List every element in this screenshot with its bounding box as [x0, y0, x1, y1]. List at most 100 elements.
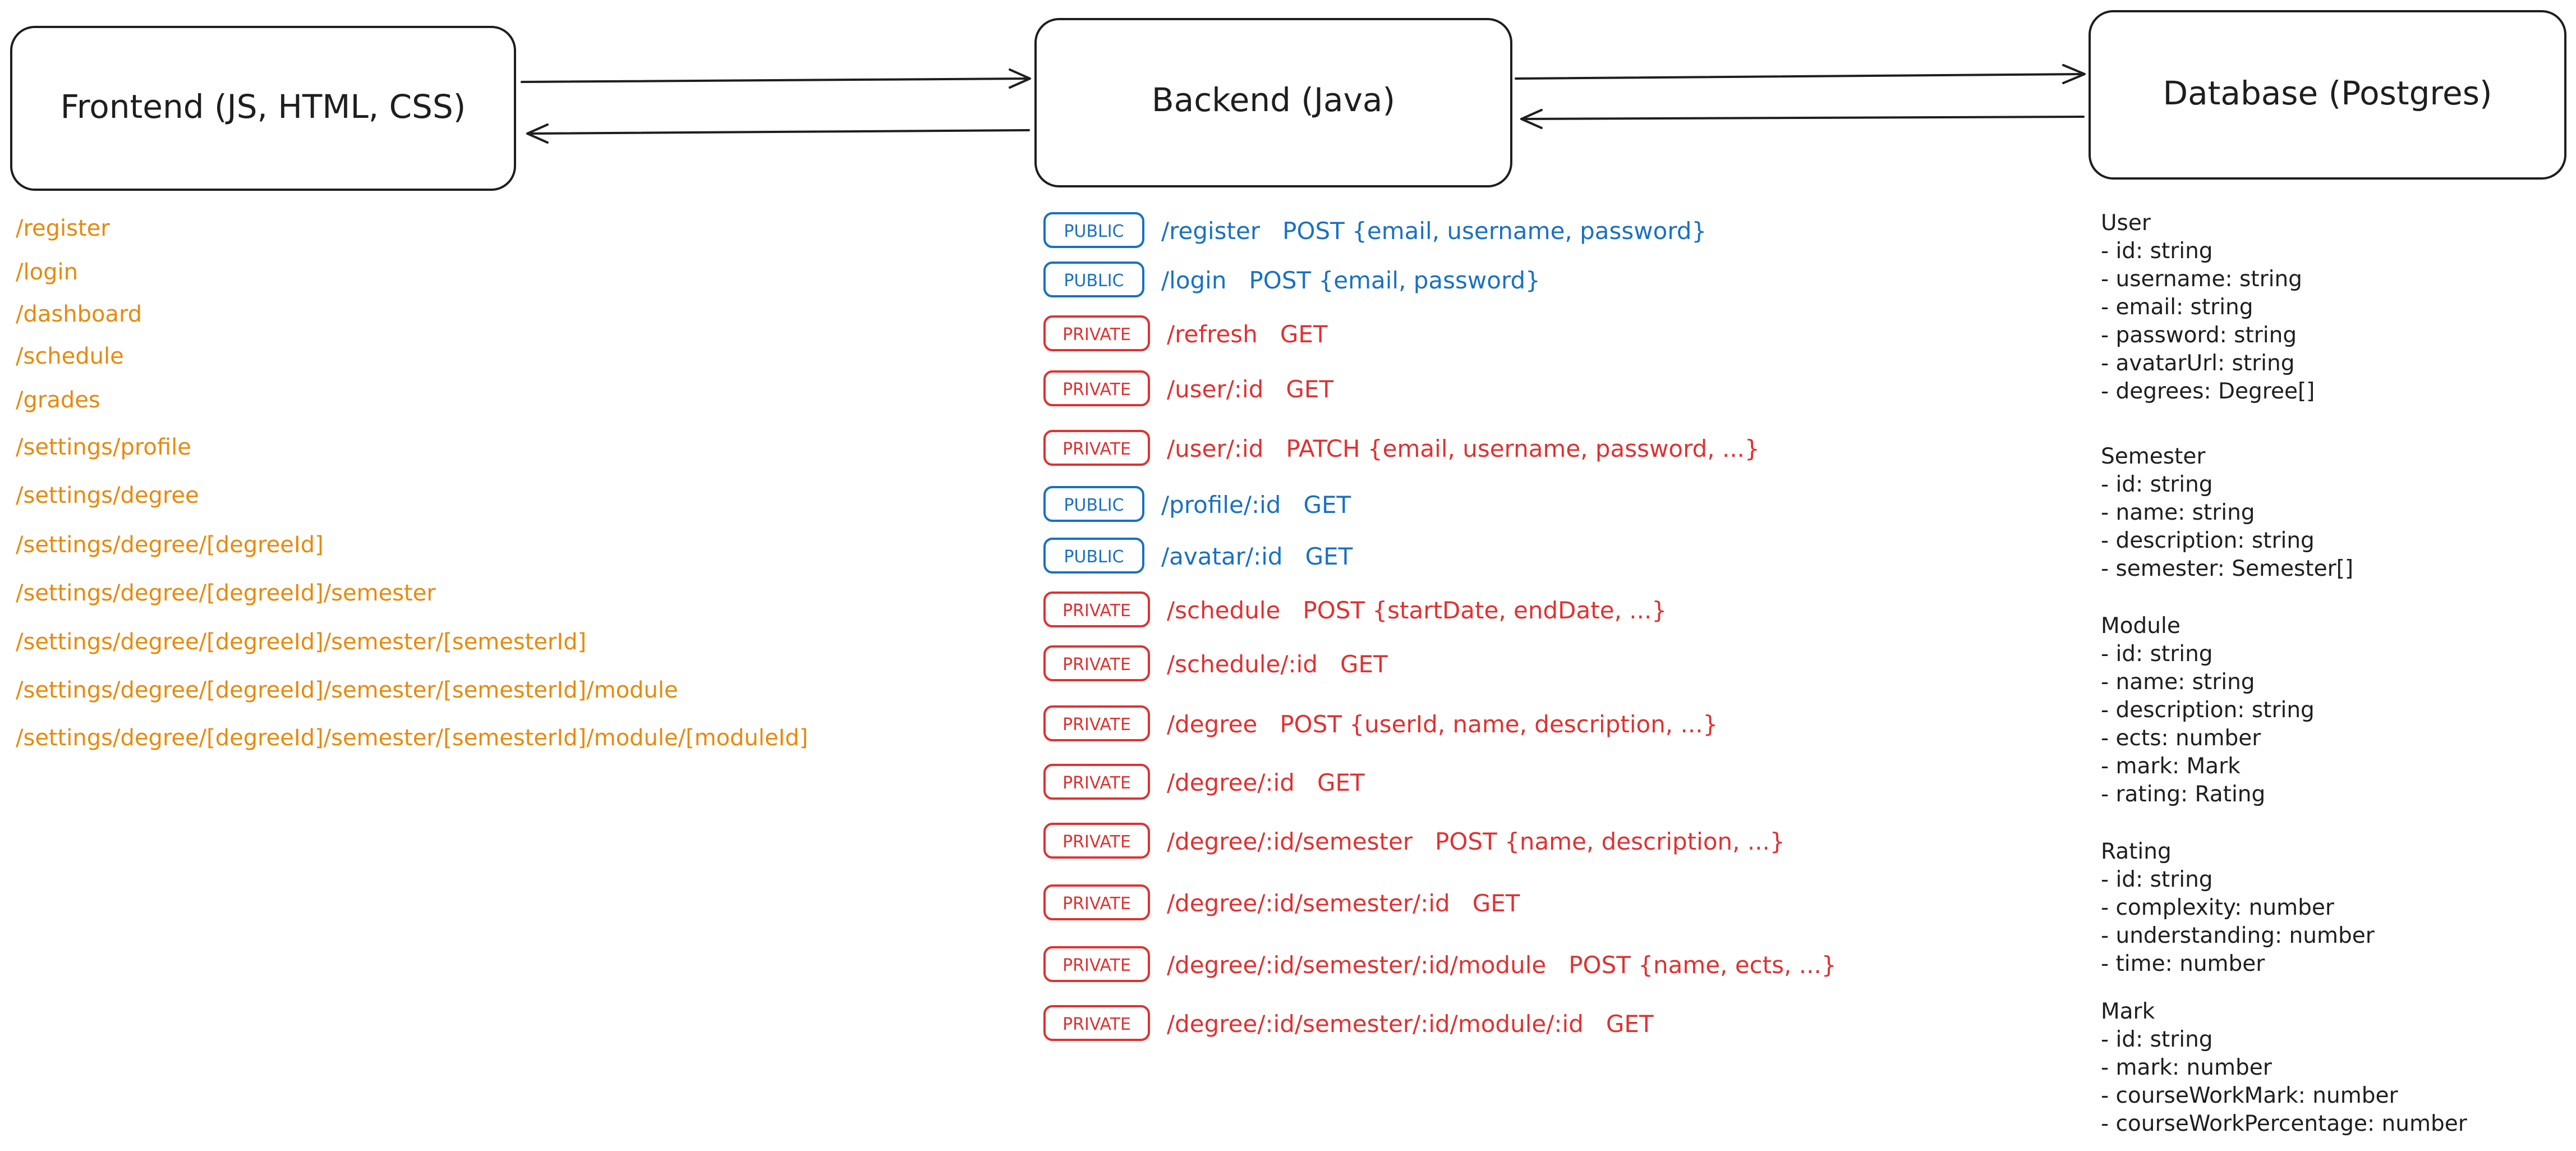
endpoint-method: GET: [1286, 375, 1333, 403]
endpoint-method: POST {startDate, endDate, ...}: [1303, 597, 1667, 624]
endpoint-path: /register: [1161, 217, 1261, 245]
endpoint-path: /degree: [1167, 710, 1257, 738]
endpoint-path: /user/:id: [1167, 435, 1263, 462]
access-label: PUBLIC: [1064, 547, 1124, 567]
access-label: PRIVATE: [1062, 773, 1131, 793]
schema-field: - email: string: [2101, 295, 2253, 320]
backend-endpoint-list: PUBLIC/register POST {email, username, pa…: [1043, 212, 1837, 1041]
schema-field: - description: string: [2101, 698, 2315, 723]
frontend-box-title: Frontend (JS, HTML, CSS): [61, 88, 466, 126]
endpoint-method: POST {userId, name, description, ...}: [1280, 710, 1718, 738]
schema-user: User- id: string- username: string- emai…: [2101, 210, 2315, 404]
endpoint-path: /degree/:id/semester: [1167, 828, 1413, 855]
private-badge: [1043, 315, 1150, 351]
endpoint-method: POST {email, password}: [1249, 267, 1540, 294]
endpoint-method: GET: [1473, 889, 1520, 917]
frontend-box: Frontend (JS, HTML, CSS): [10, 26, 516, 191]
schema-name: User: [2101, 210, 2151, 236]
database-box-title: Database (Postgres): [2163, 74, 2492, 112]
endpoint-row: PUBLIC/login POST {email, password}: [1043, 262, 1540, 297]
endpoint-method: GET: [1606, 1010, 1654, 1038]
schema-semester: Semester- id: string- name: string- desc…: [2101, 444, 2353, 581]
endpoint-method: GET: [1280, 320, 1328, 348]
schema-field: - id: string: [2101, 1027, 2213, 1052]
schema-field: - id: string: [2101, 641, 2213, 667]
endpoint-path: /profile/:id: [1161, 491, 1281, 519]
access-label: PRIVATE: [1062, 601, 1131, 621]
public-badge: [1043, 538, 1144, 574]
frontend-route: /grades: [16, 387, 100, 413]
frontend-route: /register: [16, 215, 110, 241]
arrow-frontend-to-backend: [521, 68, 1031, 89]
endpoint-path: /user/:id: [1167, 375, 1263, 403]
database-box: Database (Postgres): [2089, 10, 2566, 180]
schema-module: Module- id: string- name: string- descri…: [2101, 613, 2315, 807]
schema-field: - semester: Semester[]: [2101, 556, 2353, 581]
access-label: PUBLIC: [1064, 271, 1124, 291]
access-label: PRIVATE: [1062, 325, 1131, 345]
public-badge: [1043, 486, 1144, 522]
endpoint-path: /degree/:id/semester/:id: [1167, 889, 1450, 917]
endpoint-path: /login: [1161, 267, 1226, 294]
frontend-route: /settings/degree: [16, 483, 199, 508]
access-label: PRIVATE: [1062, 380, 1131, 400]
endpoint-method: POST {email, username, password}: [1282, 217, 1706, 245]
schema-field: - avatarUrl: string: [2101, 351, 2294, 376]
schema-field: - name: string: [2101, 500, 2255, 525]
schema-rating: Rating - id: string - complexity: number - …: [2101, 839, 2375, 976]
private-badge: [1043, 764, 1150, 800]
schema-field: - mark: number: [2101, 1055, 2273, 1080]
frontend-route: /settings/degree/[degreeId]/semester/[se…: [16, 725, 808, 751]
schema-field: - complexity: number: [2101, 895, 2335, 920]
schema-field: - ects: number: [2101, 726, 2261, 751]
private-badge: [1043, 705, 1150, 741]
schema-field: - rating: Rating: [2101, 782, 2265, 807]
endpoint-path: /degree/:id/semester/:id/module: [1167, 951, 1546, 979]
schema-field: - degrees: Degree[]: [2101, 379, 2315, 404]
endpoint-row: PRIVATE/degree/:id/semester/:id/module/:…: [1043, 1005, 1654, 1041]
endpoint-method: GET: [1340, 650, 1388, 678]
frontend-route: /settings/degree/[degreeId]/semester: [16, 580, 436, 606]
endpoint-path: /degree/:id: [1167, 769, 1295, 796]
frontend-route: /settings/degree/[degreeId]: [16, 532, 324, 558]
arrow-backend-to-database: [1515, 64, 2086, 84]
endpoint-path: /schedule/:id: [1167, 650, 1318, 678]
schema-field: - id: string: [2101, 239, 2213, 264]
access-label: PRIVATE: [1062, 894, 1131, 914]
access-label: PRIVATE: [1062, 655, 1131, 675]
database-schema-list: User- id: string- username: string- emai…: [2101, 210, 2468, 1136]
endpoint-row: PRIVATE/user/:id GET: [1043, 370, 1333, 406]
schema-mark: Mark - id: string - mark: number - courseWo…: [2101, 999, 2468, 1136]
schema-field: - id: string: [2101, 472, 2213, 497]
schema-field: - courseWorkMark: number: [2101, 1083, 2398, 1108]
frontend-route-list: /register/login/dashboard/schedule/grade…: [16, 215, 808, 751]
public-badge: [1043, 212, 1144, 248]
access-label: PRIVATE: [1062, 956, 1131, 975]
endpoint-method: GET: [1303, 491, 1351, 519]
schema-field: - understanding: number: [2101, 923, 2375, 948]
private-badge: [1043, 430, 1150, 466]
endpoint-path: /refresh: [1167, 320, 1258, 348]
public-badge: [1043, 262, 1144, 297]
endpoint-method: POST {name, ects, ...}: [1568, 951, 1836, 979]
endpoint-row: PRIVATE/degree/:id/semester/:id GET: [1043, 884, 1520, 920]
endpoint-path: /avatar/:id: [1161, 543, 1283, 570]
schema-field: - description: string: [2101, 528, 2315, 553]
frontend-route: /settings/profile: [16, 434, 191, 460]
schema-name: Mark: [2101, 999, 2155, 1024]
schema-field: - mark: Mark: [2101, 754, 2241, 779]
arrow-backend-to-frontend: [526, 123, 1030, 144]
schema-name: Module: [2101, 613, 2181, 639]
frontend-route: /login: [16, 259, 78, 285]
frontend-route: /schedule: [16, 343, 124, 369]
schema-field: - id: string: [2101, 867, 2213, 892]
schema-name: Rating: [2101, 839, 2172, 864]
schema-field: - courseWorkPercentage: number: [2101, 1111, 2468, 1136]
backend-box-title: Backend (Java): [1152, 81, 1395, 119]
